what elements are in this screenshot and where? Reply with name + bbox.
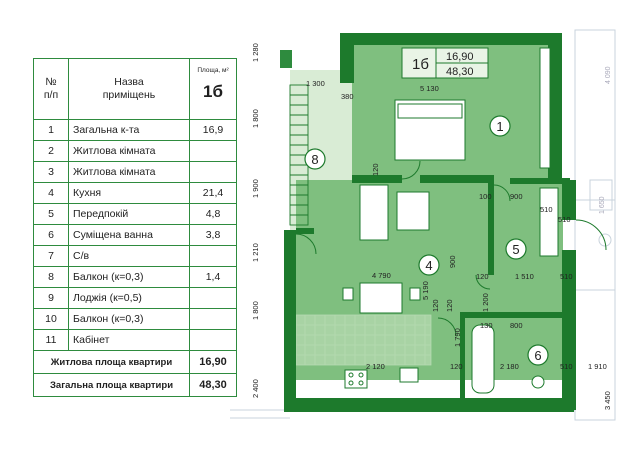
room-label-1: 1 (496, 119, 503, 134)
header-name: Назва приміщень (68, 58, 190, 120)
room-label-4: 4 (425, 258, 432, 273)
room-marker-5 (505, 238, 527, 260)
room-label-6: 6 (534, 348, 541, 363)
room-marker-labels: 1 4 5 6 8 (311, 119, 541, 363)
svg-text:510: 510 (560, 362, 573, 371)
room-name-cell: Кабінет (68, 329, 190, 351)
svg-text:510: 510 (558, 215, 571, 224)
room-area-cell: 16,9 (189, 119, 237, 141)
svg-text:1 800: 1 800 (251, 109, 260, 128)
svg-text:800: 800 (510, 321, 523, 330)
living-area-value: 16,90 (189, 350, 237, 374)
svg-text:510: 510 (560, 272, 573, 281)
room-marker-6 (527, 344, 549, 366)
svg-text:120: 120 (371, 163, 380, 176)
svg-text:120: 120 (431, 299, 440, 312)
total-area-value: 48,30 (189, 373, 237, 397)
header-num: № п/п (33, 58, 69, 120)
wardrobe-icon (539, 47, 551, 169)
apartment-living-area: 16,90 (446, 51, 474, 63)
apartment-code: 1б (412, 56, 429, 73)
svg-text:1 210: 1 210 (251, 243, 260, 262)
apartment-info-box: 1б 16,90 48,30 (401, 47, 489, 79)
apartment-total-area: 48,30 (446, 66, 474, 78)
room-marker-4 (418, 254, 440, 276)
svg-text:1 510: 1 510 (515, 272, 534, 281)
header-area-code: 1б (203, 82, 223, 102)
living-area-label: Житлова площа квартири (33, 350, 190, 374)
svg-text:5 130: 5 130 (420, 84, 439, 93)
svg-text:120: 120 (445, 299, 454, 312)
room-label-8: 8 (311, 152, 318, 167)
room-name-cell: Лоджія (к=0,5) (68, 287, 190, 309)
table-header: № п/п Назва приміщень Площа, м² 1б (33, 58, 237, 120)
svg-text:1 300: 1 300 (306, 79, 325, 88)
total-area-row: Загальна площа квартири 48,30 (33, 373, 237, 397)
bathtub-icon (471, 324, 495, 394)
furniture (342, 47, 559, 394)
svg-text:100: 100 (479, 192, 492, 201)
armchair-icon (396, 191, 430, 231)
door-swings (295, 160, 607, 337)
svg-text:1 200: 1 200 (481, 293, 490, 312)
svg-text:1 900: 1 900 (251, 179, 260, 198)
svg-text:2 180: 2 180 (500, 362, 519, 371)
svg-text:1 800: 1 800 (251, 301, 260, 320)
svg-text:2 120: 2 120 (366, 362, 385, 371)
header-area: Площа, м² 1б (189, 58, 237, 120)
room-markers (304, 115, 549, 366)
room-marker-1 (489, 115, 511, 137)
svg-text:4 090: 4 090 (605, 66, 612, 84)
living-area-row: Житлова площа квартири 16,90 (33, 350, 237, 374)
kitchen-tile-grid (295, 314, 432, 366)
svg-text:900: 900 (510, 192, 523, 201)
svg-text:380: 380 (341, 92, 354, 101)
room-marker-8 (304, 148, 326, 170)
stove-icon (344, 369, 368, 389)
svg-text:1 280: 1 280 (251, 43, 260, 62)
svg-text:3 450: 3 450 (603, 391, 612, 410)
svg-text:5 190: 5 190 (421, 281, 430, 300)
svg-text:120: 120 (450, 362, 463, 371)
dimensions-horizontal: 5 130 1 300 380 100 900 510 510 4 790 12… (306, 79, 607, 371)
room-area-cell: 3,8 (189, 224, 237, 246)
dining-table-icon (359, 282, 403, 314)
svg-text:510: 510 (540, 205, 553, 214)
neighbour-outline (230, 29, 616, 421)
svg-text:900: 900 (448, 255, 457, 268)
svg-text:1 910: 1 910 (588, 362, 607, 371)
svg-text:2 400: 2 400 (251, 379, 260, 398)
svg-text:4 790: 4 790 (372, 271, 391, 280)
svg-text:130: 130 (480, 321, 493, 330)
sofa-icon (359, 184, 389, 241)
svg-text:1 790: 1 790 (453, 328, 462, 347)
room-name-cell: С/в (68, 245, 190, 267)
svg-text:1 650: 1 650 (599, 196, 606, 214)
total-area-label: Загальна площа квартири (33, 373, 190, 397)
room-label-5: 5 (512, 242, 519, 257)
toilet-icon (531, 375, 545, 389)
hall-wardrobe-icon (539, 187, 559, 257)
walls (280, 33, 576, 412)
sink-icon (399, 367, 419, 383)
room-name-cell: Житлова кімната (68, 140, 190, 162)
svg-text:120: 120 (476, 272, 489, 281)
dimensions-vertical: 1 280 1 800 1 900 1 210 1 800 2 400 3 45… (251, 43, 612, 410)
header-area-label: Площа, м² (197, 67, 229, 75)
